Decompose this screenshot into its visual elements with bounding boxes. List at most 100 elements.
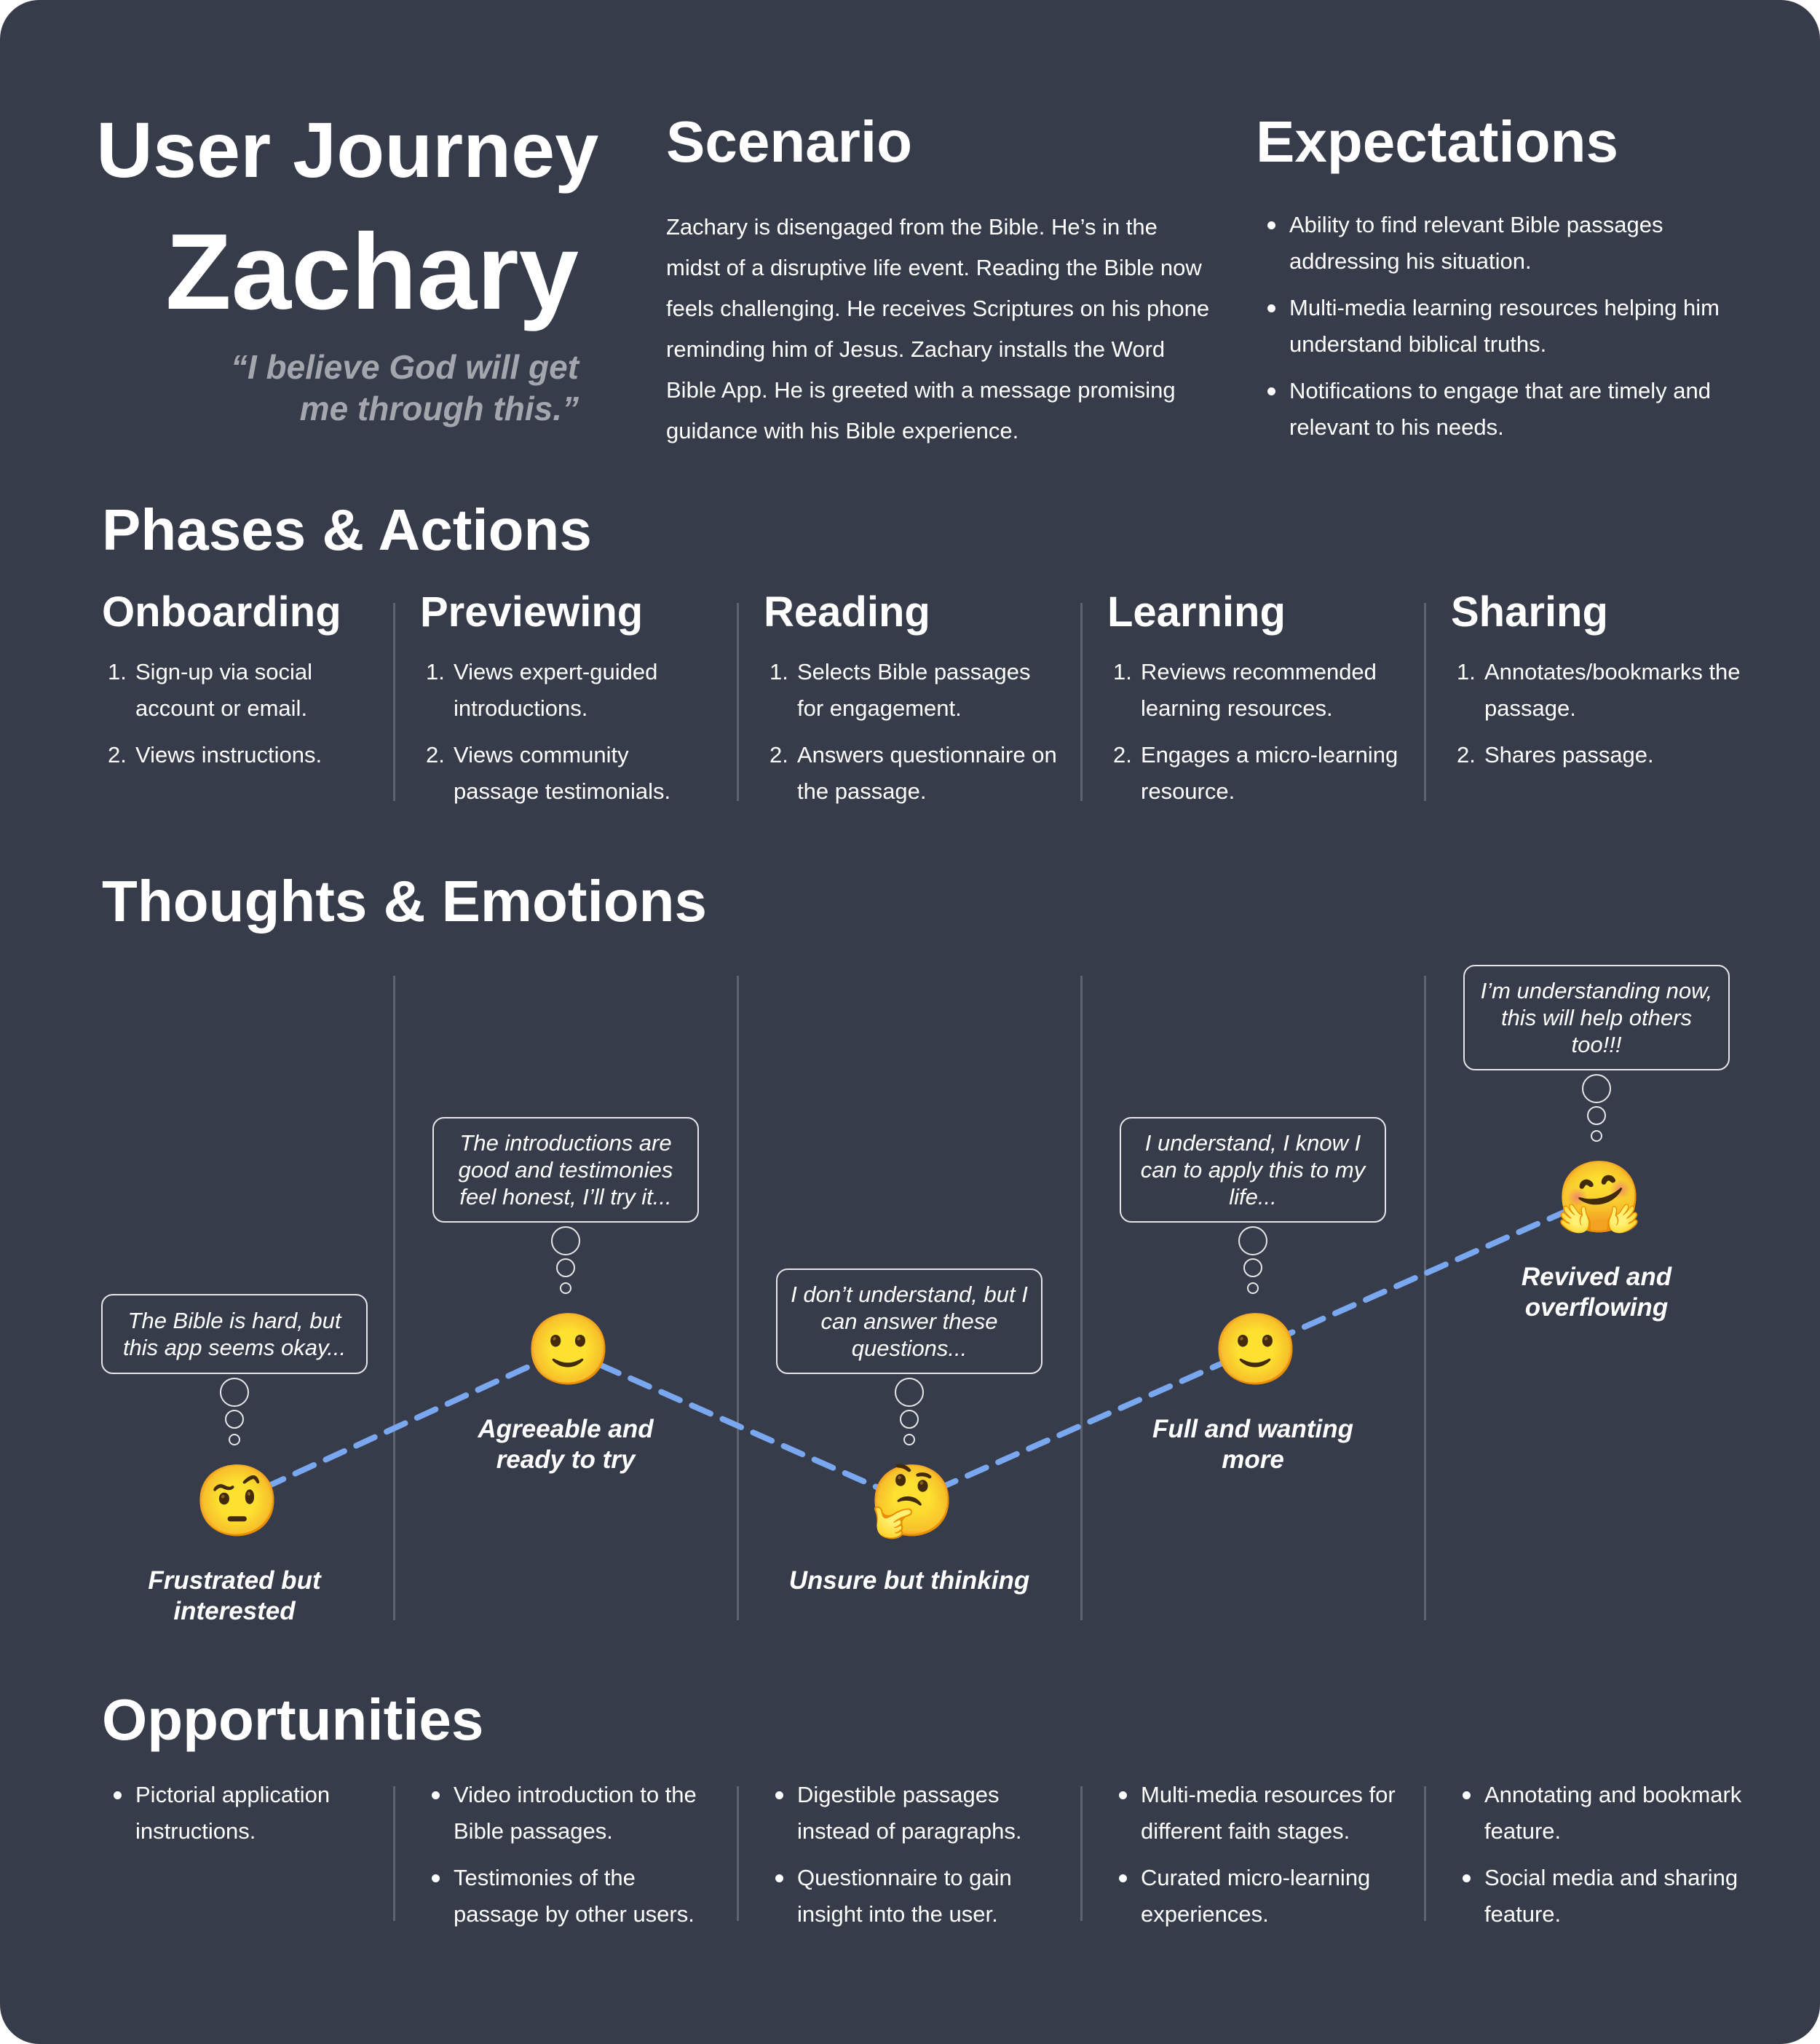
- thought-bubble: The introductions are good and testimoni…: [432, 1116, 699, 1223]
- persona-quote: “I believe God will get me through this.…: [142, 347, 579, 430]
- emotion-label: Revived and overflowing: [1521, 1263, 1672, 1322]
- thought-text: I don’t understand, but I can answer the…: [791, 1282, 1028, 1361]
- opportunity-item: Testimonies of the passage by other user…: [420, 1860, 719, 1933]
- action-item: 1.Views expert-guided introductions.: [426, 659, 658, 721]
- slightly-smiling-face-icon: 🙂: [1212, 1310, 1299, 1389]
- thought-circle-icon: [1247, 1282, 1259, 1294]
- phase-title: Sharing: [1451, 588, 1608, 636]
- action-item: 2.Engages a micro-learning resource.: [1113, 742, 1398, 804]
- bullet-icon: [1267, 387, 1275, 395]
- thought-text: The introductions are good and testimoni…: [458, 1129, 673, 1210]
- phase-divider: [1424, 976, 1426, 1620]
- opportunities-learning: Multi-media resources for different fait…: [1107, 1777, 1406, 1943]
- expectations-list: Ability to find relevant Bible passages …: [1256, 207, 1765, 456]
- phase-onboarding: Onboarding 1.Sign-up via social account …: [102, 591, 379, 784]
- opportunity-item: Digestible passages instead of paragraph…: [764, 1777, 1062, 1850]
- action-item: 2.Views community passage testimonials.: [426, 742, 671, 804]
- opportunity-item: Pictorial application instructions.: [102, 1777, 379, 1850]
- thought-bubble: I’m understanding now, this will help ot…: [1463, 965, 1730, 1070]
- emotion-label: Full and wanting more: [1152, 1414, 1354, 1474]
- bullet-icon: [1267, 304, 1275, 312]
- bullet-icon: [775, 1874, 783, 1882]
- thought-circle-icon: [225, 1410, 244, 1429]
- expectation-item: Ability to find relevant Bible passages …: [1256, 207, 1765, 280]
- scenario-text: Zachary is disengaged from the Bible. He…: [666, 214, 1210, 443]
- bullet-icon: [1267, 221, 1275, 229]
- phase-divider: [737, 603, 739, 801]
- phases-heading: Phases & Actions: [102, 497, 592, 562]
- action-item: 1.Reviews recommended learning resources…: [1113, 659, 1377, 721]
- opportunities-heading: Opportunities: [102, 1687, 484, 1752]
- opportunities-previewing: Video introduction to the Bible passages…: [420, 1777, 719, 1943]
- thought-circle-icon: [1587, 1106, 1606, 1125]
- scenario-heading: Scenario: [666, 109, 912, 174]
- phase-actions: 1.Selects Bible passages for engagement.…: [764, 654, 1062, 810]
- phase-title: Learning: [1107, 588, 1286, 636]
- phase-title: Reading: [764, 588, 930, 636]
- thought-bubble: I understand, I know I can to apply this…: [1120, 1116, 1386, 1223]
- phase-divider: [1080, 603, 1083, 801]
- opportunity-item: Video introduction to the Bible passages…: [420, 1777, 719, 1850]
- bullet-icon: [432, 1874, 440, 1882]
- bullet-icon: [114, 1791, 122, 1799]
- opportunity-item: Annotating and bookmark feature.: [1451, 1777, 1749, 1850]
- thought-text: I understand, I know I can to apply this…: [1140, 1129, 1366, 1210]
- phase-actions: 1.Reviews recommended learning resources…: [1107, 654, 1406, 810]
- action-item: 2.Views instructions.: [108, 742, 323, 768]
- phase-previewing: Previewing 1.Views expert-guided introdu…: [420, 591, 719, 820]
- action-item: 2.Answers questionnaire on the passage.: [769, 742, 1057, 804]
- phase-divider: [393, 1786, 395, 1921]
- persona-quote-line-1: “I believe God will get: [231, 348, 579, 386]
- phase-divider: [737, 976, 739, 1620]
- opportunities-sharing: Annotating and bookmark feature. Social …: [1451, 1777, 1749, 1943]
- opportunity-item: Questionnaire to gain insight into the u…: [764, 1860, 1062, 1933]
- persona-name: Zachary: [165, 212, 579, 332]
- phase-divider: [393, 603, 395, 801]
- thought-circle-icon: [1243, 1258, 1262, 1277]
- opportunities-onboarding: Pictorial application instructions.: [102, 1777, 379, 1860]
- thought-circle-icon: [895, 1378, 924, 1407]
- thought-text: I’m understanding now, this will help ot…: [1480, 978, 1713, 1057]
- expectation-item: Notifications to engage that are timely …: [1256, 373, 1765, 446]
- persona-quote-line-2: me through this.”: [299, 390, 579, 427]
- action-item: 1.Selects Bible passages for engagement.: [769, 659, 1031, 721]
- action-item: 1.Sign-up via social account or email.: [108, 659, 312, 721]
- thought-circle-icon: [229, 1434, 240, 1445]
- bullet-icon: [1119, 1791, 1127, 1799]
- emotions-heading: Thoughts & Emotions: [102, 869, 708, 934]
- phase-reading: Reading 1.Selects Bible passages for eng…: [764, 591, 1062, 820]
- bullet-icon: [1463, 1874, 1471, 1882]
- bullet-icon: [1463, 1791, 1471, 1799]
- thought-circle-icon: [900, 1410, 919, 1429]
- opportunities-reading: Digestible passages instead of paragraph…: [764, 1777, 1062, 1943]
- thought-circle-icon: [551, 1226, 580, 1255]
- thought-circle-icon: [556, 1258, 575, 1277]
- thinking-face-icon: 🤔: [869, 1462, 956, 1540]
- phase-title: Onboarding: [102, 588, 341, 636]
- phase-divider: [737, 1786, 739, 1921]
- phase-divider: [393, 976, 395, 1620]
- phase-divider: [1080, 1786, 1083, 1921]
- phase-actions: 1.Sign-up via social account or email. 2…: [102, 654, 379, 773]
- thought-text: The Bible is hard, but this app seems ok…: [122, 1308, 347, 1360]
- thought-bubble: The Bible is hard, but this app seems ok…: [101, 1294, 368, 1374]
- phase-title: Previewing: [420, 588, 644, 636]
- action-item: 2.Shares passage.: [1457, 742, 1654, 768]
- phase-divider: [1080, 976, 1083, 1620]
- slightly-smiling-face-icon: 🙂: [525, 1310, 612, 1389]
- thought-circle-icon: [220, 1378, 249, 1407]
- opportunity-item: Social media and sharing feature.: [1451, 1860, 1749, 1933]
- page-title: User Journey: [96, 106, 599, 194]
- expectation-item: Multi-media learning resources helping h…: [1256, 290, 1765, 363]
- action-item: 1.Annotates/bookmarks the passage.: [1457, 659, 1741, 721]
- thought-circle-icon: [1238, 1226, 1267, 1255]
- hugging-face-icon: 🤗: [1556, 1159, 1643, 1236]
- thought-circle-icon: [1582, 1074, 1611, 1103]
- bullet-icon: [1119, 1874, 1127, 1882]
- phase-actions: 1.Annotates/bookmarks the passage. 2.Sha…: [1451, 654, 1749, 773]
- bullet-icon: [432, 1791, 440, 1799]
- thought-circle-icon: [1591, 1130, 1602, 1142]
